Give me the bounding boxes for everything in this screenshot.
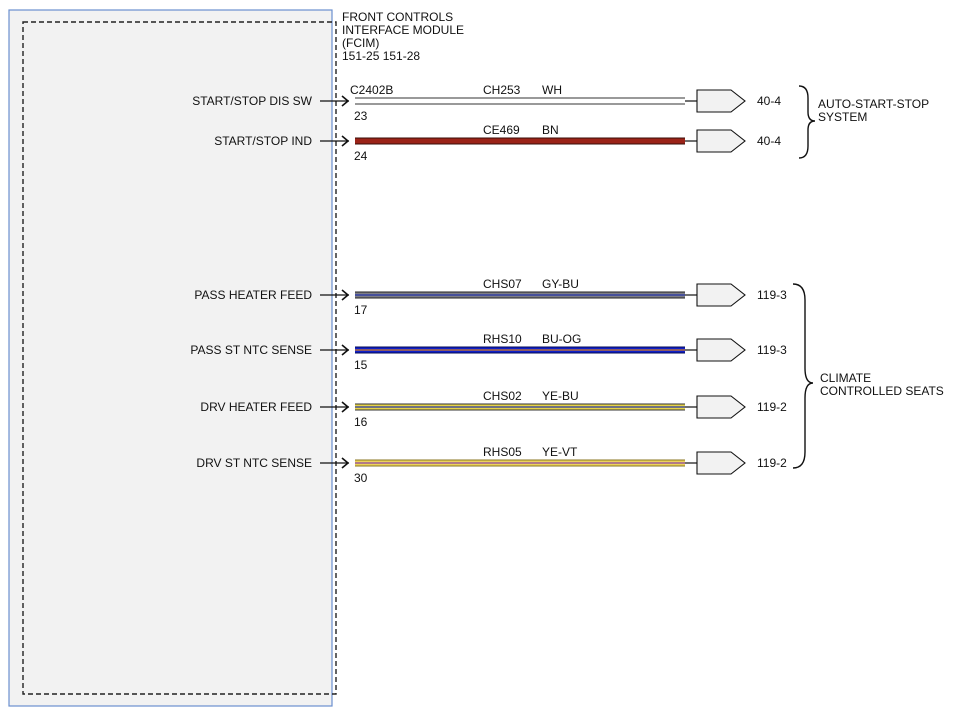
- system-climate-seats-line-2: CONTROLLED SEATS: [820, 384, 944, 398]
- page-reference: 40-4: [757, 134, 781, 148]
- wire-tracer-stripe: [355, 462, 685, 464]
- circuit-id: CH253: [483, 83, 521, 97]
- pin-number: 24: [354, 149, 368, 163]
- wire-base-color: [355, 98, 685, 104]
- module-title-line-1: FRONT CONTROLS: [342, 10, 453, 24]
- page-reference: 119-2: [757, 400, 787, 414]
- pin-terminal-icon: [341, 95, 350, 107]
- signal-label: PASS ST NTC SENSE: [190, 343, 312, 357]
- wire-tracer-stripe: [355, 294, 685, 296]
- wire-color-code: YE-BU: [542, 389, 579, 403]
- circuit-row: START/STOP DIS SW 23 CH253 WH 40-4: [192, 83, 781, 123]
- signal-label: START/STOP IND: [214, 134, 312, 148]
- wire-color-code: BN: [542, 123, 559, 137]
- circuit-row: PASS ST NTC SENSE 15 RHS10 BU-OG 119-3: [190, 332, 787, 372]
- circuit-row: DRV HEATER FEED 16 CHS02 YE-BU 119-2: [200, 389, 787, 429]
- page-reference: 119-3: [757, 288, 787, 302]
- connector-arrow-icon: [696, 338, 746, 362]
- connector-arrow-icon: [696, 129, 746, 153]
- system-auto-start-stop-line-2: SYSTEM: [818, 110, 867, 124]
- page-reference: 119-2: [757, 456, 787, 470]
- pin-terminal-icon: [341, 135, 350, 147]
- pin-number: 30: [354, 471, 368, 485]
- circuit-id: CHS07: [483, 277, 522, 291]
- connector-arrow-icon: [696, 395, 746, 419]
- pin-terminal-icon: [341, 289, 350, 301]
- circuit-id: CHS02: [483, 389, 522, 403]
- signal-label: DRV HEATER FEED: [200, 400, 312, 414]
- page-reference: 40-4: [757, 94, 781, 108]
- pin-terminal-icon: [341, 344, 350, 356]
- bracket-auto-start-stop: [798, 85, 816, 159]
- module-title-line-4: 151-25 151-28: [342, 49, 420, 63]
- bracket-climate-seats: [792, 283, 814, 469]
- pin-terminal-icon: [341, 457, 350, 469]
- fcim-module-box: [8, 9, 333, 707]
- fcim-dashed-outline: [22, 21, 337, 695]
- connector-id: C2402B: [350, 83, 393, 97]
- module-title-line-2: INTERFACE MODULE: [342, 23, 464, 37]
- wire-base-color: [355, 138, 685, 144]
- circuit-row: PASS HEATER FEED 17 CHS07 GY-BU 119-3: [194, 277, 787, 317]
- wire-color-code: YE-VT: [542, 445, 578, 459]
- pin-number: 15: [354, 358, 368, 372]
- pin-terminal-icon: [341, 401, 350, 413]
- circuit-id: RHS05: [483, 445, 522, 459]
- connector-arrow-icon: [696, 451, 746, 475]
- pin-number: 17: [354, 303, 368, 317]
- pin-number: 23: [354, 109, 368, 123]
- module-title-line-3: (FCIM): [342, 36, 379, 50]
- module-title: FRONT CONTROLS INTERFACE MODULE (FCIM) 1…: [342, 10, 464, 63]
- system-climate-seats-line-1: CLIMATE: [820, 371, 871, 385]
- circuit-row: DRV ST NTC SENSE 30 RHS05 YE-VT 119-2: [196, 445, 787, 485]
- pin-number: 16: [354, 415, 368, 429]
- connector-arrow-icon: [696, 283, 746, 307]
- circuit-row: START/STOP IND 24 CE469 BN 40-4: [214, 123, 781, 163]
- circuit-id: RHS10: [483, 332, 522, 346]
- signal-label: DRV ST NTC SENSE: [196, 456, 312, 470]
- wire-tracer-stripe: [355, 406, 685, 408]
- connector-arrow-icon: [696, 89, 746, 113]
- wire-color-code: BU-OG: [542, 332, 581, 346]
- page-reference: 119-3: [757, 343, 787, 357]
- circuit-id: CE469: [483, 123, 520, 137]
- systems-group: AUTO-START-STOP SYSTEM CLIMATE CONTROLLE…: [792, 85, 944, 469]
- signal-label: START/STOP DIS SW: [192, 94, 312, 108]
- wire-color-code: GY-BU: [542, 277, 579, 291]
- wire-tracer-stripe: [355, 349, 685, 351]
- signal-label: PASS HEATER FEED: [194, 288, 312, 302]
- system-auto-start-stop-line-1: AUTO-START-STOP: [818, 97, 929, 111]
- wire-color-code: WH: [542, 83, 562, 97]
